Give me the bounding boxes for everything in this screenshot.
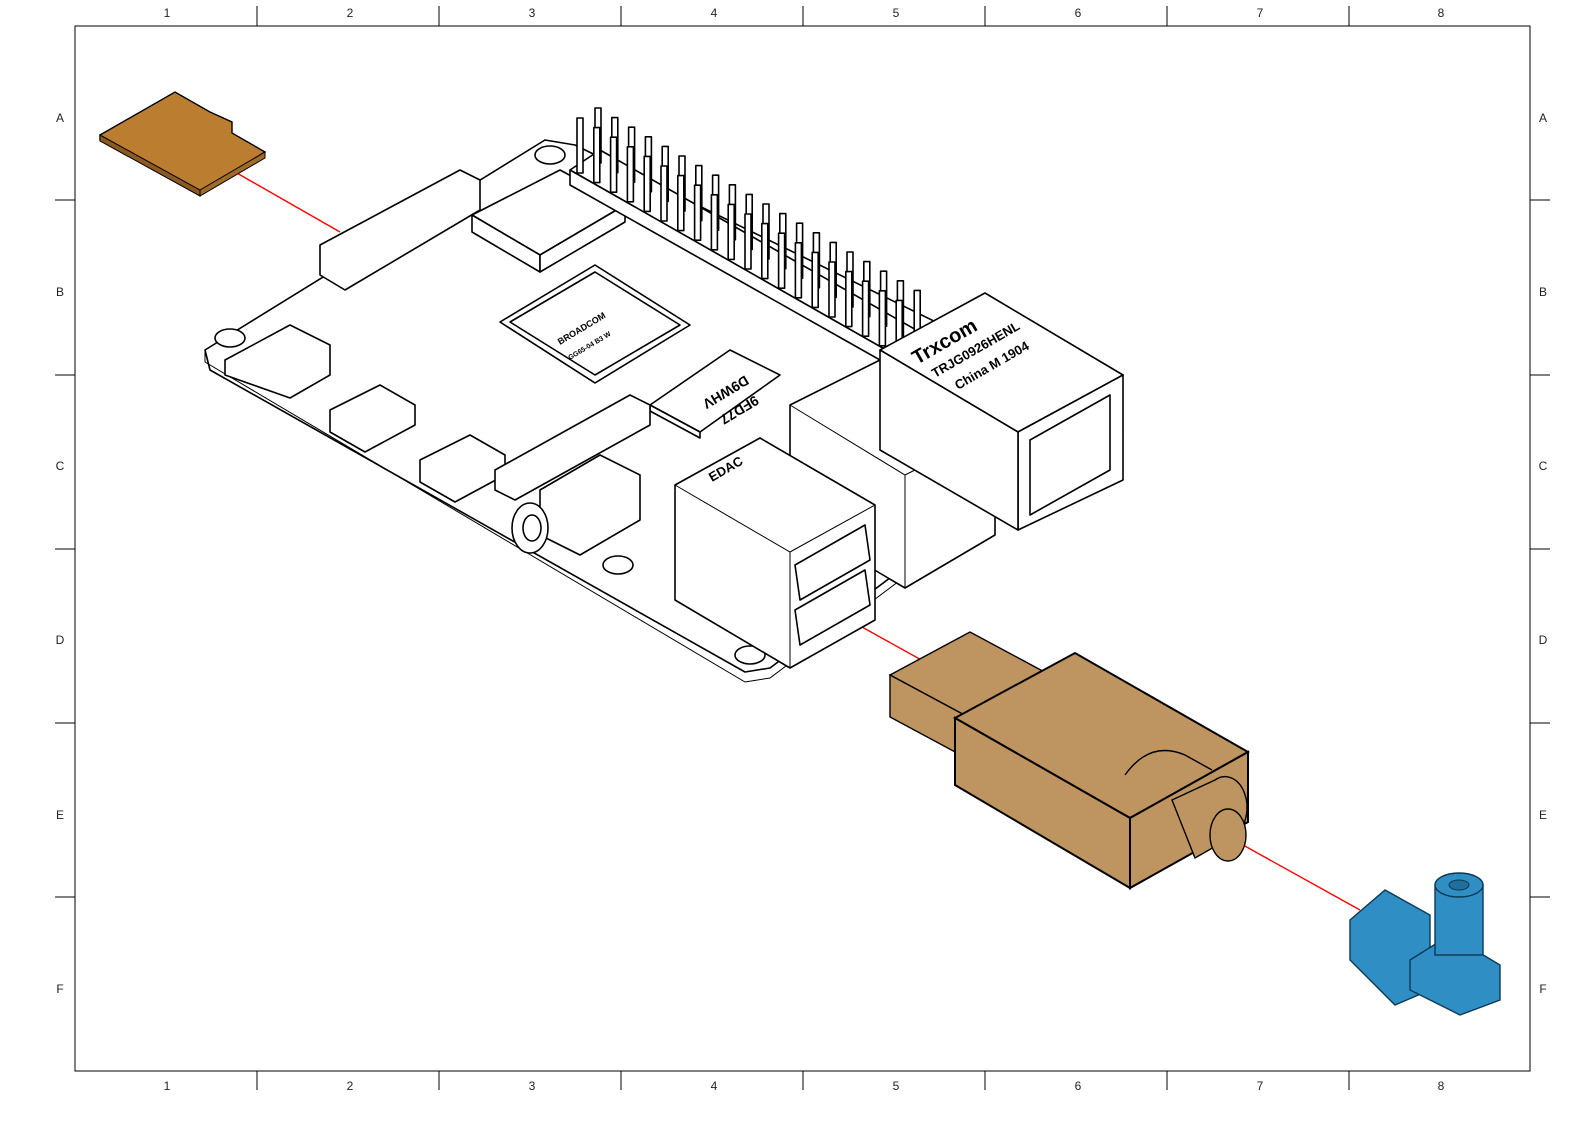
column-label: 1 bbox=[164, 1079, 171, 1093]
sma-explode-line bbox=[1224, 834, 1361, 911]
ethernet-jack: Trxcom TRJG0926HENL China M 1904 bbox=[879, 292, 1124, 531]
row-label: E bbox=[56, 808, 64, 822]
mount-hole bbox=[602, 555, 634, 575]
column-label: 8 bbox=[1438, 6, 1445, 20]
usb-2-ports: EDAC bbox=[674, 437, 876, 669]
column-label: 7 bbox=[1257, 6, 1264, 20]
gpio-pin bbox=[811, 251, 820, 309]
micro-hdmi-0 bbox=[329, 384, 416, 453]
gpio-header bbox=[569, 107, 926, 361]
column-label: 5 bbox=[893, 1079, 900, 1093]
row-label: D bbox=[1539, 633, 1548, 647]
gpio-pin bbox=[626, 146, 635, 203]
gpio-pin bbox=[828, 261, 836, 318]
gpio-pin bbox=[693, 184, 702, 241]
camera-connector bbox=[494, 394, 651, 501]
gpio-pin bbox=[643, 155, 652, 213]
row-label: C bbox=[56, 459, 65, 473]
ram-chip: D9WHV 9FD77 bbox=[649, 349, 781, 439]
mount-hole bbox=[214, 328, 246, 348]
soc-chip: BROADCOM GG65-04 B3 W bbox=[499, 264, 691, 384]
mount-hole bbox=[734, 645, 766, 665]
gpio-pin bbox=[576, 117, 584, 174]
sd-explode-line bbox=[234, 171, 341, 233]
gpio-pin bbox=[744, 213, 752, 270]
column-label: 1 bbox=[164, 6, 171, 20]
gpio-pin bbox=[844, 270, 853, 328]
row-label: F bbox=[56, 982, 63, 996]
gpio-pin bbox=[660, 165, 668, 222]
gpio-pin bbox=[592, 126, 601, 184]
gpio-pin bbox=[861, 280, 870, 338]
column-label: 2 bbox=[347, 6, 354, 20]
row-label: F bbox=[1539, 982, 1546, 996]
row-label: E bbox=[1539, 808, 1547, 822]
column-label: 6 bbox=[1075, 1079, 1082, 1093]
row-label: A bbox=[1539, 111, 1547, 125]
column-label: 4 bbox=[711, 1079, 718, 1093]
gpio-pin bbox=[710, 194, 719, 251]
gpio-pin bbox=[794, 242, 803, 299]
column-label: 7 bbox=[1257, 1079, 1264, 1093]
micro-sd-card bbox=[99, 91, 267, 197]
gpio-pin bbox=[727, 203, 736, 261]
raspberry-pi-board: BROADCOM GG65-04 B3 W D9WHV 9FD77 bbox=[204, 107, 1124, 683]
row-label: B bbox=[56, 285, 64, 299]
row-label: B bbox=[1539, 285, 1547, 299]
mount-hole bbox=[534, 145, 566, 165]
gpio-pin bbox=[676, 174, 685, 232]
column-label: 2 bbox=[347, 1079, 354, 1093]
display-connector bbox=[319, 169, 481, 291]
column-label: 6 bbox=[1075, 6, 1082, 20]
sma-right-angle-connector bbox=[1349, 872, 1501, 1016]
gpio-pin bbox=[760, 222, 769, 280]
row-label: C bbox=[1539, 459, 1548, 473]
row-label: D bbox=[56, 633, 65, 647]
gpio-pin bbox=[777, 232, 786, 289]
column-label: 4 bbox=[711, 6, 718, 20]
usb-dongle bbox=[888, 631, 1251, 890]
row-label: A bbox=[56, 111, 64, 125]
gpio-pin bbox=[878, 289, 887, 347]
column-label: 3 bbox=[529, 1079, 536, 1093]
gpio-pin bbox=[609, 136, 618, 193]
column-label: 5 bbox=[893, 6, 900, 20]
frame-ticks bbox=[55, 6, 1550, 1090]
usb-c-port bbox=[224, 324, 331, 399]
column-label: 3 bbox=[529, 6, 536, 20]
column-label: 8 bbox=[1438, 1079, 1445, 1093]
